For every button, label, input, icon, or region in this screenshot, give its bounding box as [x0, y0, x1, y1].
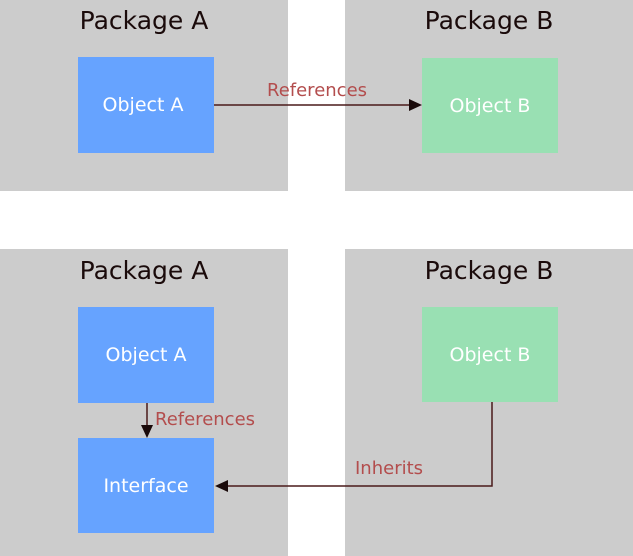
top-object-a: Object A: [78, 57, 214, 153]
top-package-a-title: Package A: [79, 6, 209, 35]
bottom-package-b-panel: [345, 249, 633, 556]
bottom-references-arrowhead: [141, 425, 153, 438]
inherits-arrowhead: [215, 480, 228, 492]
top-references-label: References: [267, 80, 368, 101]
bottom-references-label: References: [155, 409, 256, 430]
top-references-arrowhead: [409, 99, 422, 111]
bottom-object-a-label: Object A: [105, 344, 187, 366]
inherits-arrow: [226, 402, 493, 487]
interface-box: Interface: [78, 438, 214, 533]
top-package-b-title: Package B: [424, 6, 554, 35]
top-object-a-label: Object A: [102, 94, 184, 116]
bottom-package-a-title: Package A: [79, 256, 209, 285]
bottom-object-b-label: Object B: [449, 343, 531, 366]
interface-label: Interface: [103, 474, 189, 497]
bottom-package-b-title: Package B: [424, 256, 554, 285]
top-object-b-label: Object B: [449, 94, 531, 117]
top-object-b: Object B: [422, 58, 558, 153]
bottom-object-a: Object A: [78, 307, 214, 403]
inherits-label: Inherits: [355, 458, 424, 479]
bottom-object-b: Object B: [422, 307, 558, 402]
